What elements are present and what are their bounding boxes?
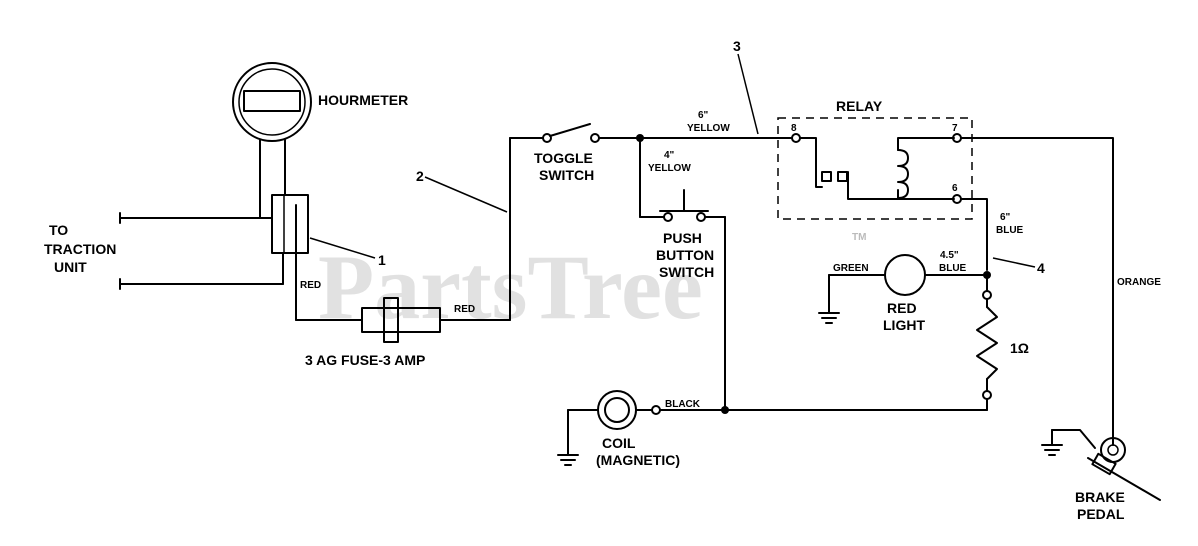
- red-light: [818, 254, 988, 324]
- wire-black: [636, 405, 988, 415]
- push-button-switch: [659, 189, 726, 411]
- wire-blue-6-label: BLUE: [996, 225, 1024, 236]
- red-light-label-2: LIGHT: [883, 317, 925, 333]
- callout-4: 4: [1037, 260, 1045, 276]
- callout-2: 2: [416, 168, 424, 184]
- wire-red-2: RED: [454, 304, 475, 315]
- wire-green-label: GREEN: [833, 263, 869, 274]
- coil-label-1: COIL: [602, 435, 636, 451]
- traction-leads: [119, 212, 284, 290]
- callout-1: 1: [378, 252, 386, 268]
- connector-block: [271, 194, 309, 321]
- wire-blue-45-length: 4.5": [940, 250, 959, 261]
- callout-3-leader: [737, 53, 759, 135]
- wire-black-label: BLACK: [665, 399, 701, 410]
- relay-pin-6: 6: [952, 183, 958, 194]
- fuse: [295, 297, 511, 343]
- coil-label-2: (MAGNETIC): [596, 452, 680, 468]
- traction-label-1: TO: [49, 222, 68, 238]
- resistor: [976, 274, 998, 411]
- relay: [777, 117, 973, 220]
- wire-blue-6-length: 6": [1000, 212, 1011, 223]
- toggle-label-1: TOGGLE: [534, 150, 593, 166]
- callout-1-leader: [309, 237, 376, 259]
- wire-yellow-6-length: 6": [698, 110, 709, 121]
- toggle-switch: [542, 123, 641, 143]
- brake-pedal: [1041, 429, 1161, 501]
- wire-blue-45-label: BLUE: [939, 263, 967, 274]
- brake-label-2: PEDAL: [1077, 506, 1125, 522]
- push-label-2: BUTTON: [656, 247, 714, 263]
- toggle-label-2: SWITCH: [539, 167, 594, 183]
- wire-yellow-6: YELLOW: [687, 123, 730, 134]
- callout-2-leader: [424, 176, 508, 213]
- traction-label-2: TRACTION: [44, 241, 116, 257]
- wire-blue-6: [960, 198, 988, 271]
- callout-3: 3: [733, 38, 741, 54]
- push-label-1: PUSH: [663, 230, 702, 246]
- callout-4-leader: [992, 257, 1036, 268]
- watermark-tm: TM: [852, 232, 866, 243]
- wire-yellow-4: YELLOW: [648, 163, 691, 174]
- wire-orange: [960, 137, 1114, 446]
- wire-feed: [509, 137, 544, 321]
- relay-pin-8: 8: [791, 123, 797, 134]
- red-light-label-1: RED: [887, 300, 917, 316]
- wire-red-1: RED: [300, 280, 321, 291]
- resistor-label: 1Ω: [1010, 340, 1029, 356]
- relay-pin-7: 7: [952, 123, 958, 134]
- wire-yellow-4-length: 4": [664, 150, 675, 161]
- traction-label-3: UNIT: [54, 259, 87, 275]
- yellow-wires: [636, 134, 793, 218]
- relay-label: RELAY: [836, 98, 883, 114]
- hourmeter: [232, 62, 312, 219]
- wire-orange-label: ORANGE: [1117, 277, 1161, 288]
- magnetic-coil: [557, 390, 637, 466]
- brake-label-1: BRAKE: [1075, 489, 1125, 505]
- fuse-label: 3 AG FUSE-3 AMP: [305, 352, 425, 368]
- push-label-3: SWITCH: [659, 264, 714, 280]
- hourmeter-label: HOURMETER: [318, 92, 408, 108]
